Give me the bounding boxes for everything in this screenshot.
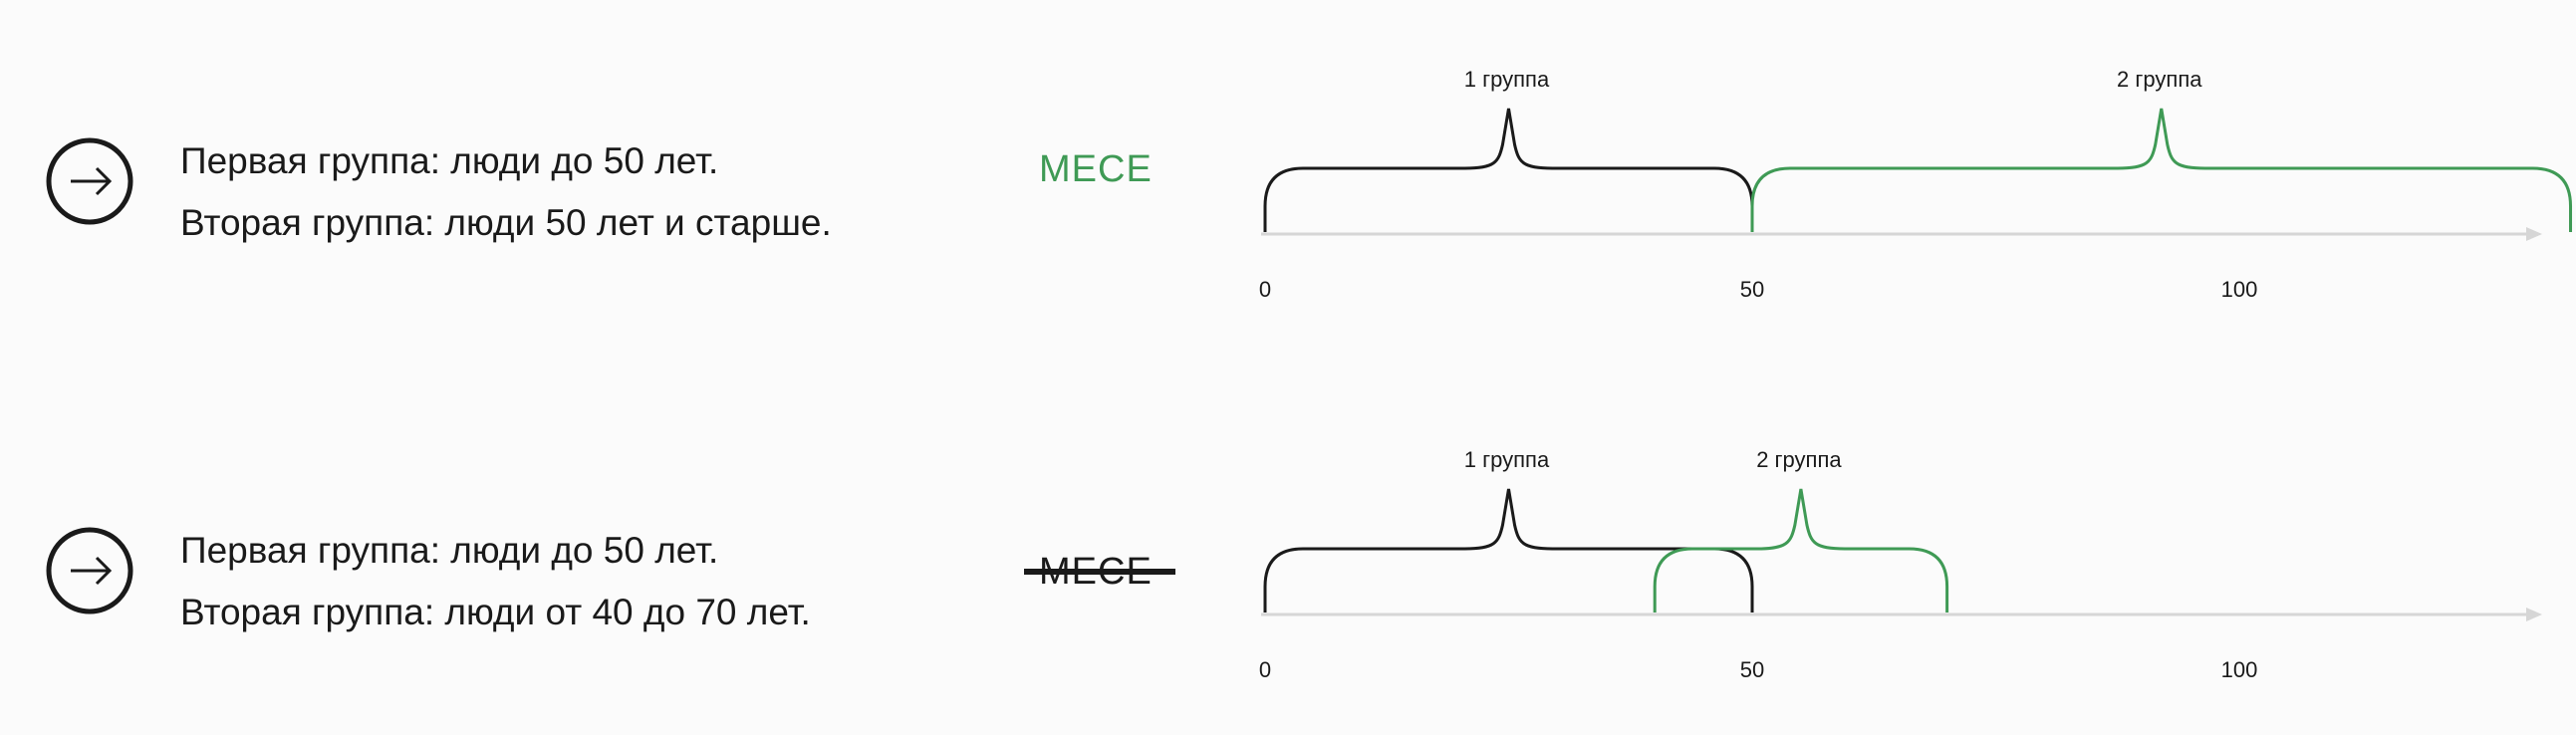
axis-tick-label: 50 <box>1740 657 1764 682</box>
axis-tick-label: 50 <box>1740 277 1764 302</box>
statement-first-group: Первая группа: люди до 50 лет. <box>180 140 719 181</box>
arrow-right-circle-icon <box>46 137 133 225</box>
arrow-right-circle-icon <box>46 527 133 614</box>
strikethrough-mark <box>1024 569 1175 575</box>
group-brace <box>1653 488 1949 612</box>
statement-second-group: Вторая группа: люди от 40 до 70 лет. <box>180 592 811 632</box>
group-label: 2 группа <box>1756 447 1842 472</box>
group-label: 1 группа <box>1464 67 1550 92</box>
row-mece-example: Первая группа: люди до 50 лет. Вторая гр… <box>46 67 2573 302</box>
group-brace <box>1750 108 2573 232</box>
axis-tick-label: 0 <box>1259 277 1271 302</box>
number-line-diagram: 0 50 100 1 группа 2 группа <box>1259 67 2573 302</box>
group-brace <box>1263 108 1754 232</box>
axis-tick-label: 100 <box>2221 277 2258 302</box>
row-not-mece-example: Первая группа: люди до 50 лет. Вторая гр… <box>0 368 2576 735</box>
statement-second-group: Вторая группа: люди 50 лет и старше. <box>180 202 832 243</box>
axis-tick-label: 0 <box>1259 657 1271 682</box>
axis-tick-label: 100 <box>2221 657 2258 682</box>
group-statements: Первая группа: люди до 50 лет. Вторая гр… <box>180 130 832 254</box>
number-line-diagram: 0 50 100 1 группа 2 группа <box>1259 447 2542 682</box>
group-brace <box>1263 488 1754 612</box>
axis-arrowhead <box>2526 227 2542 241</box>
group-label: 1 группа <box>1464 447 1550 472</box>
mece-label-valid: MECE <box>1039 148 1153 190</box>
axis-arrowhead <box>2526 608 2542 621</box>
statement-first-group: Первая группа: люди до 50 лет. <box>180 530 719 571</box>
group-label: 2 группа <box>2117 67 2202 92</box>
group-statements: Первая группа: люди до 50 лет. Вторая гр… <box>180 520 811 643</box>
